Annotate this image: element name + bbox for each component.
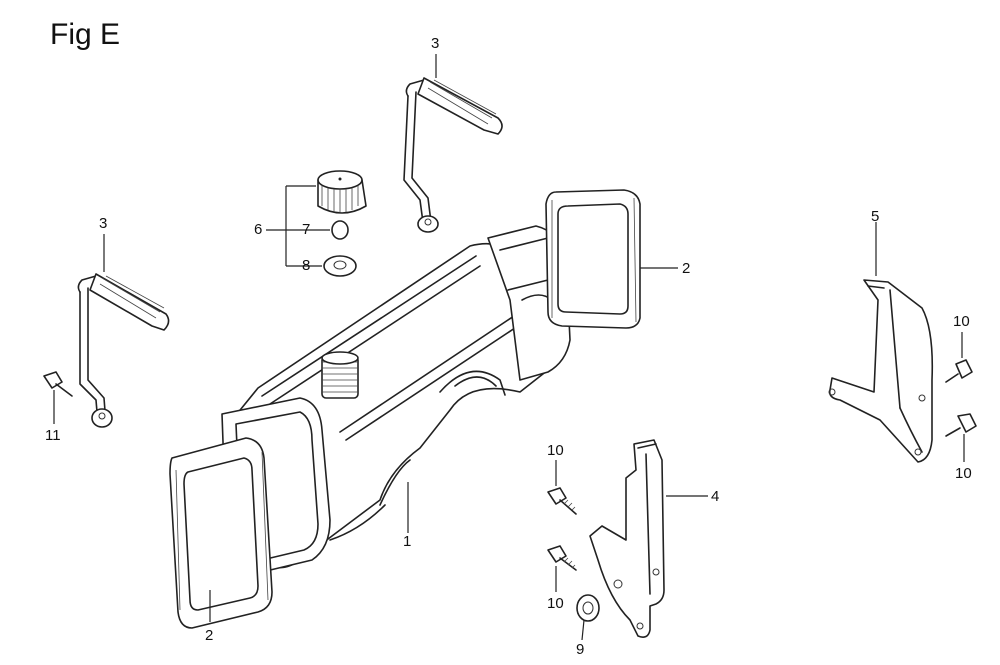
callout-cushion-left: 2 — [205, 627, 214, 644]
callout-bolt-center-lower: 10 — [547, 595, 564, 612]
fuel-tank — [220, 225, 571, 574]
callout-bracket-top: 3 — [431, 35, 440, 52]
cushion-left — [169, 437, 273, 629]
callout-nut: 9 — [576, 641, 585, 658]
fuel-cap-assembly — [317, 170, 367, 277]
bolt-center-lower — [547, 545, 577, 571]
bolt-left — [43, 371, 73, 397]
callout-cap-packing: 8 — [302, 257, 311, 274]
callout-bolt-center-upper: 10 — [547, 442, 564, 459]
bracket-top — [403, 77, 503, 233]
callout-bracket-left: 3 — [99, 215, 108, 232]
bolt-right-lower — [945, 413, 977, 437]
cushion-right — [545, 189, 641, 329]
callout-stay-center: 4 — [711, 488, 720, 505]
callout-bolt-left: 11 — [45, 427, 61, 444]
callout-bolt-right-lower: 10 — [955, 465, 972, 482]
leader-lines — [53, 54, 965, 641]
nut — [576, 594, 600, 622]
bolt-center-upper — [547, 487, 577, 515]
callout-cushion-right: 2 — [682, 260, 691, 277]
callout-tank: 1 — [403, 533, 412, 550]
figure-title: Fig E — [50, 18, 121, 51]
callout-cap-assembly: 6 — [254, 221, 263, 238]
stay-center — [589, 439, 665, 638]
callout-stay-right: 5 — [871, 208, 880, 225]
bolt-right-upper — [945, 359, 973, 383]
stay-right — [828, 279, 934, 463]
callout-cap-filter: 7 — [302, 221, 311, 238]
callout-bolt-right-upper: 10 — [953, 313, 970, 330]
bracket-left — [77, 273, 170, 428]
